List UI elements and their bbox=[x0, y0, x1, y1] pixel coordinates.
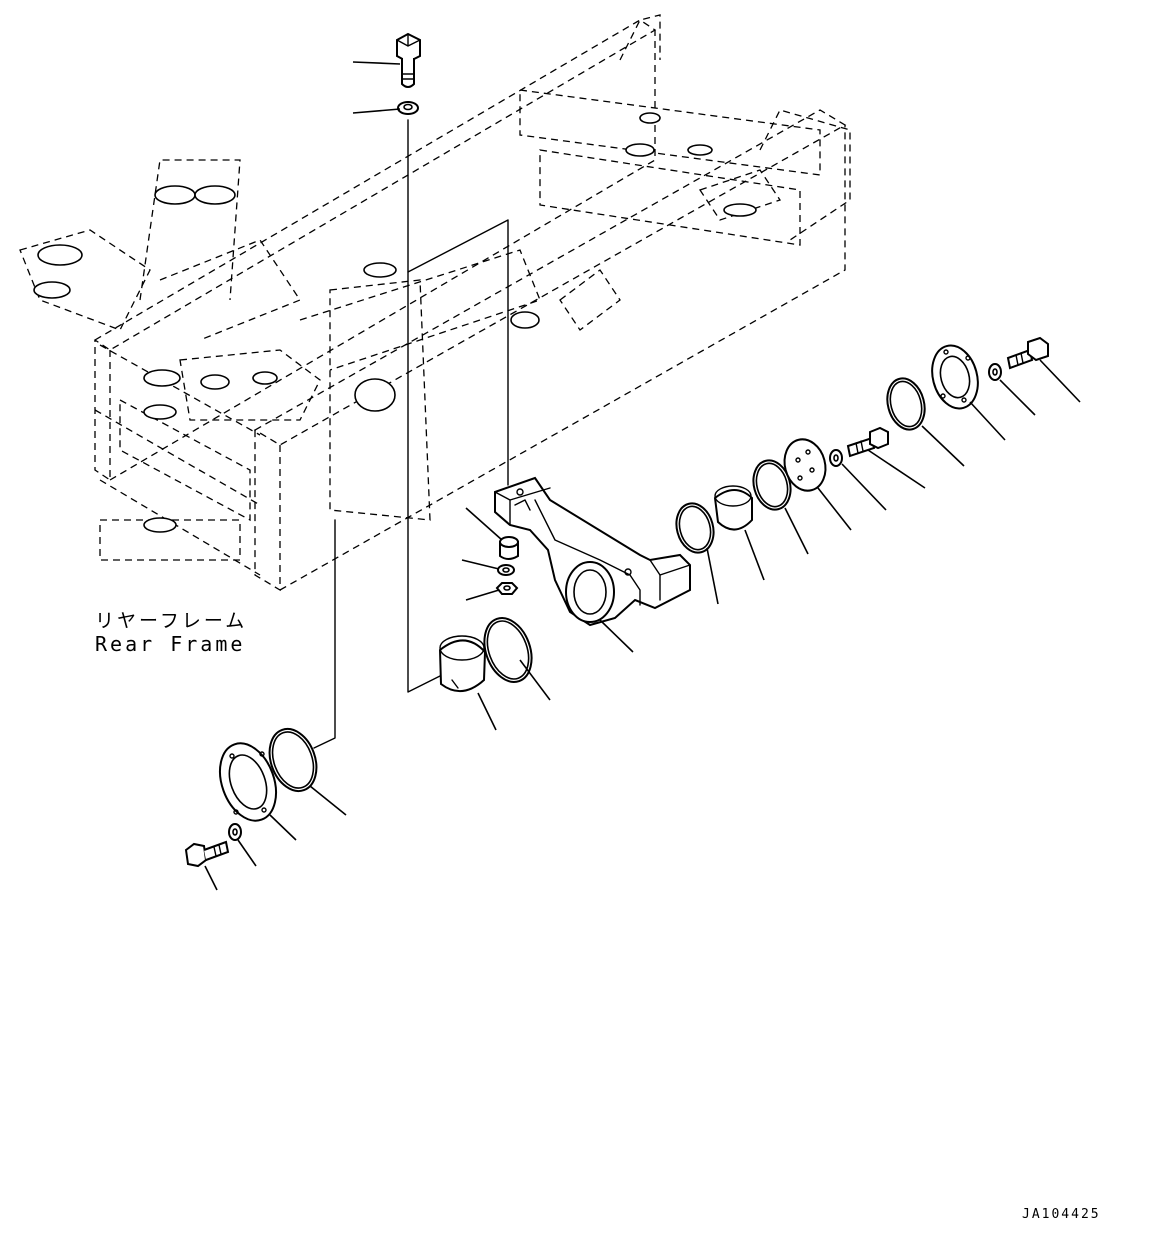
bolt-far-right bbox=[1006, 336, 1049, 370]
bolt-right bbox=[846, 426, 889, 458]
rear-frame-label-english: Rear Frame bbox=[95, 632, 246, 656]
top-washer bbox=[397, 101, 419, 115]
retainer-plate-right bbox=[931, 344, 979, 410]
rear-frame bbox=[19, 14, 851, 592]
leader-lines bbox=[204, 61, 1081, 891]
bushing-left bbox=[438, 635, 487, 692]
bushing-right bbox=[713, 485, 753, 531]
drawing-number: JA104425 bbox=[1022, 1207, 1101, 1222]
lower-bolt bbox=[184, 840, 230, 868]
lower-washer bbox=[228, 823, 242, 841]
thrust-plate bbox=[783, 438, 827, 492]
shim-ring bbox=[752, 459, 792, 511]
pin-collar bbox=[499, 536, 519, 560]
washer-far-right bbox=[988, 363, 1002, 381]
retainer-plate-lower bbox=[218, 742, 278, 822]
top-bolt bbox=[396, 32, 421, 88]
small-nut bbox=[495, 582, 519, 595]
o-ring-far-right bbox=[886, 377, 926, 431]
hitch-bracket bbox=[494, 476, 691, 627]
rear-frame-label-japanese: リヤーフレーム bbox=[95, 610, 248, 632]
small-washer bbox=[497, 564, 515, 576]
o-ring-lower bbox=[268, 728, 318, 792]
o-ring-left bbox=[483, 617, 533, 683]
o-ring-right bbox=[675, 502, 715, 554]
washer-right bbox=[829, 449, 843, 467]
assembly-guide-lines bbox=[313, 119, 509, 749]
